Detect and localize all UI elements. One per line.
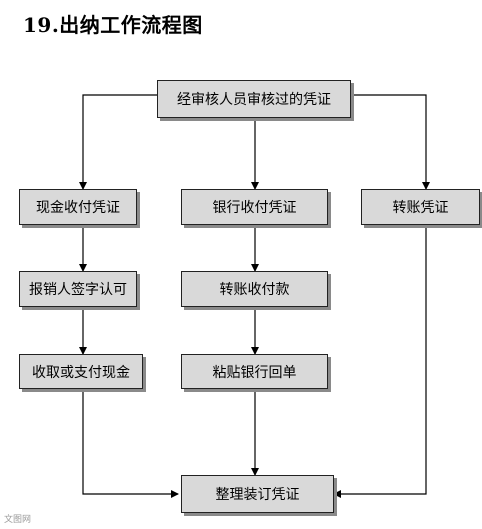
arrow-top-to-cash: [79, 94, 157, 190]
node-bank-receipt: 银行收付凭证: [181, 189, 328, 225]
node-reimburse-sign: 报销人签字认可: [19, 271, 137, 307]
node-organize-voucher: 整理装订凭证: [181, 475, 334, 513]
node-collect-cash: 收取或支付现金: [19, 354, 143, 389]
node-transfer-voucher: 转账凭证: [361, 189, 480, 225]
arrow-transfer-to-organize: [333, 225, 427, 498]
watermark: 文图网: [4, 515, 32, 525]
node-transfer-pay: 转账收付款: [181, 271, 328, 307]
node-top-voucher: 经审核人员审核过的凭证: [157, 80, 351, 118]
arrow-collect-to-organize: [82, 389, 179, 498]
page-title: 19.出纳工作流程图: [23, 13, 203, 37]
arrow-top-to-transfer: [351, 94, 430, 190]
node-paste-bank: 粘贴银行回单: [181, 354, 328, 389]
node-cash-receipt: 现金收付凭证: [19, 189, 137, 225]
